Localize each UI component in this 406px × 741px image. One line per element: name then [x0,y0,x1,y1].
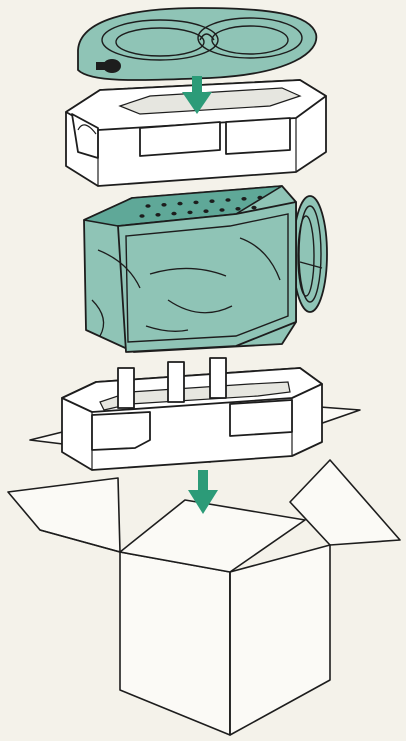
vent-hole [193,201,198,205]
monitor-in-plastic-bag [84,186,327,352]
vent-hole [219,208,224,212]
carton-side-face [230,545,330,735]
carton-front-face [120,552,230,735]
carton-left-flap [8,478,120,552]
vent-hole [155,213,160,217]
vent-hole [225,198,230,202]
vent-hole [251,206,256,210]
carton-right-flap [290,460,400,545]
vent-hole [161,203,166,207]
vent-hole [177,202,182,206]
vent-hole [145,204,150,208]
vent-hole [203,209,208,213]
vent-hole [241,197,246,201]
vent-hole [187,211,192,215]
side-cable-coil [293,196,327,312]
vent-hole [171,212,176,216]
vent-hole [209,199,214,203]
vent-hole [235,207,240,211]
vent-hole [139,214,144,218]
vent-hole [257,196,262,200]
bottom-foam-insert [62,358,322,470]
coiled-cable-in-bag [78,8,316,80]
